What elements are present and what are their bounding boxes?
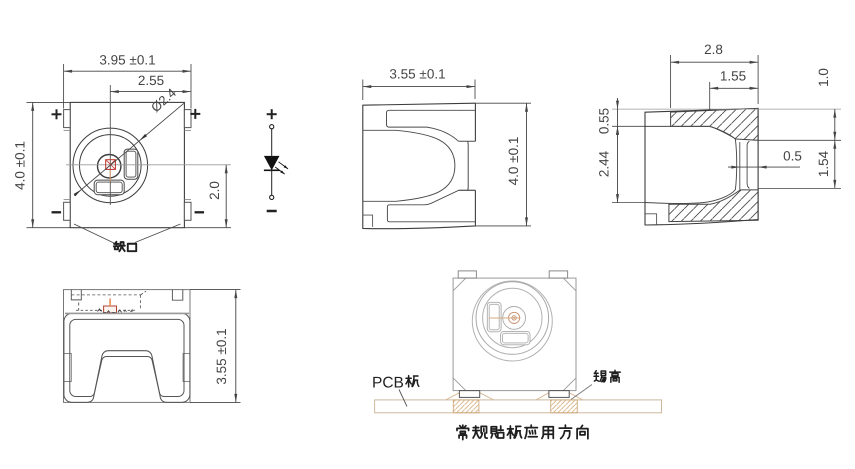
svg-text:2.8: 2.8 bbox=[704, 42, 723, 57]
svg-text:4.0 ±0.1: 4.0 ±0.1 bbox=[506, 137, 521, 186]
svg-text:3.55 ±0.1: 3.55 ±0.1 bbox=[214, 328, 229, 384]
svg-text:2.0: 2.0 bbox=[207, 181, 222, 200]
svg-text:4.0 ±0.1: 4.0 ±0.1 bbox=[13, 141, 28, 190]
svg-text:0.5: 0.5 bbox=[783, 149, 802, 164]
svg-text:3.95 ±0.1: 3.95 ±0.1 bbox=[99, 53, 155, 68]
svg-text:1.54: 1.54 bbox=[816, 150, 831, 177]
svg-text:1.0: 1.0 bbox=[816, 68, 831, 87]
svg-text:3.55 ±0.1: 3.55 ±0.1 bbox=[389, 67, 445, 82]
svg-text:2.44: 2.44 bbox=[597, 150, 612, 177]
svg-text:1.55: 1.55 bbox=[720, 69, 746, 84]
svg-text:2.55: 2.55 bbox=[138, 73, 164, 88]
svg-text:PCB: PCB bbox=[372, 374, 404, 391]
svg-text:0.55: 0.55 bbox=[597, 108, 612, 134]
